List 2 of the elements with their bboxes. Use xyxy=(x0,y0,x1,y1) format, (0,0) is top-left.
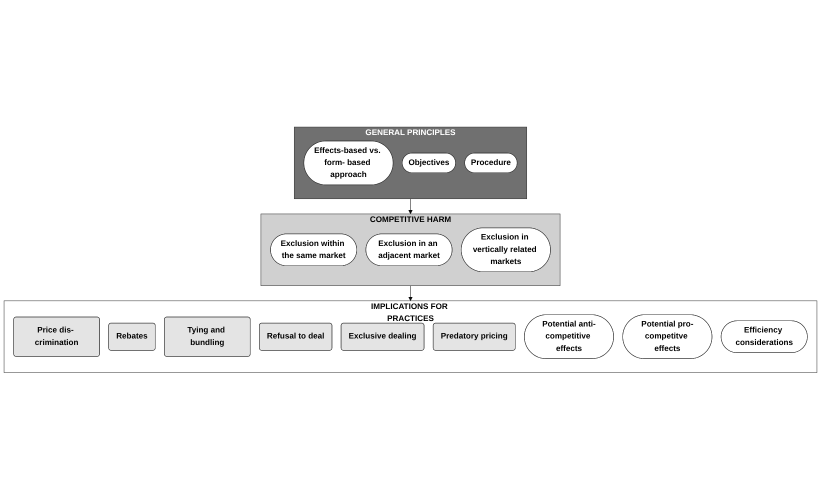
arrow xyxy=(408,286,413,302)
arrow xyxy=(408,198,413,214)
